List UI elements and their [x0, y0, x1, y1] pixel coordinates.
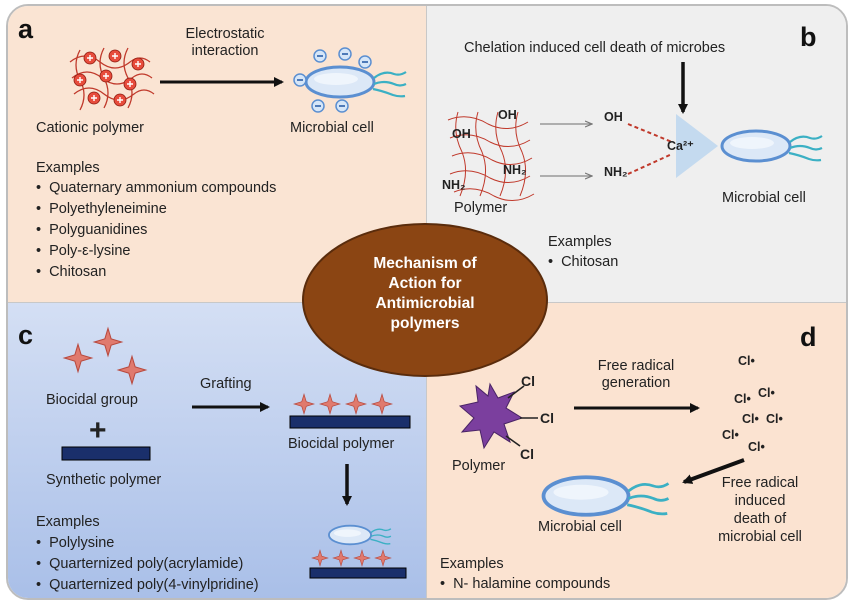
polymer-label: Polymer: [452, 458, 506, 474]
cl-label: Cl: [521, 373, 535, 389]
example-item: Quarternized poly(4-vinylpridine): [36, 575, 259, 596]
electrostatic-label: Electrostatic interaction: [185, 26, 265, 60]
example-item: Polyethyleneimine: [36, 199, 276, 220]
oh-label: OH: [452, 127, 471, 141]
oh-label: OH: [498, 108, 517, 122]
oh-right-label: OH: [604, 110, 623, 124]
cl-label: Cl: [520, 446, 534, 462]
panel-d-letter: d: [800, 322, 817, 352]
microbial-cell-icon: [293, 47, 408, 113]
nh2-label: NH₂: [503, 163, 527, 177]
panel-a-letter: a: [18, 14, 34, 44]
example-item: N- halamine compounds: [440, 574, 610, 595]
microbial-cell-label: Microbial cell: [538, 519, 622, 535]
biocidal-polymer-icon: [289, 393, 411, 429]
examples-list-b: Chitosan: [548, 252, 618, 273]
center-title: Mechanism of Action for Antimicrobial po…: [373, 255, 477, 332]
grafting-label: Grafting: [200, 376, 252, 392]
biocidal-group-icon: [63, 327, 147, 385]
examples-list-c: Polylysine Quarternized poly(acrylamide)…: [36, 533, 259, 596]
chelation-heading: Chelation induced cell death of microbes: [464, 40, 726, 56]
nh2-label: NH₂: [442, 178, 466, 192]
death-label: Free radical induced death of microbial …: [718, 475, 802, 546]
center-ellipse: [302, 223, 548, 377]
plus-sign: +: [89, 414, 107, 447]
examples-title: Examples: [36, 160, 100, 176]
polymer-mesh-icon: [447, 111, 535, 201]
polymer-burst-icon: [458, 382, 538, 450]
examples-title: Examples: [548, 234, 612, 250]
radical-label: Cl•: [722, 428, 739, 442]
examples-title: Examples: [36, 514, 100, 530]
synthetic-polymer-label: Synthetic polymer: [46, 472, 162, 488]
radical-label: Cl•: [742, 412, 759, 426]
synthetic-polymer-bar: [61, 446, 151, 461]
radical-label: Cl•: [748, 440, 765, 454]
nh2-bond: [627, 153, 673, 175]
example-item: Quaternary ammonium compounds: [36, 178, 276, 199]
example-item: Polyguanidines: [36, 220, 276, 241]
calcium-ion-label: Ca²⁺: [667, 139, 694, 153]
examples-list-a: Quaternary ammonium compounds Polyethyle…: [36, 178, 276, 283]
example-item: Polylysine: [36, 533, 259, 554]
death-arrow: [682, 458, 745, 484]
polymer-label: Polymer: [454, 200, 508, 216]
microbial-cell-icon: [720, 129, 824, 163]
example-item: Poly-ε-lysine: [36, 241, 276, 262]
microbial-cell-icon: [541, 475, 671, 517]
example-item: Chitosan: [36, 262, 276, 283]
chelation-wedge: [676, 114, 718, 178]
examples-list-d: N- halamine compounds: [440, 574, 610, 595]
radical-label: Cl•: [758, 386, 775, 400]
microbial-cell-label: Microbial cell: [722, 190, 806, 206]
radical-label: Cl•: [738, 354, 755, 368]
radical-generation-label: Free radical generation: [597, 358, 675, 392]
example-item: Quarternized poly(acrylamide): [36, 554, 259, 575]
cl-label: Cl: [540, 410, 554, 426]
biocidal-group-label: Biocidal group: [46, 392, 138, 408]
nh2-right-label: NH₂: [604, 165, 628, 179]
cationic-polymer-icon: [69, 47, 155, 111]
panel-b-letter: b: [800, 22, 817, 52]
panel-c-letter: c: [18, 320, 34, 350]
radical-label: Cl•: [766, 412, 783, 426]
radical-label: Cl•: [734, 392, 751, 406]
cationic-polymer-label: Cationic polymer: [36, 120, 144, 136]
examples-title: Examples: [440, 556, 504, 572]
biocidal-polymer-label: Biocidal polymer: [288, 436, 395, 452]
polymer-with-cell-icon: [309, 524, 407, 579]
microbial-cell-label: Microbial cell: [290, 120, 374, 136]
example-item: Chitosan: [548, 252, 618, 273]
oh-bond: [627, 123, 673, 143]
